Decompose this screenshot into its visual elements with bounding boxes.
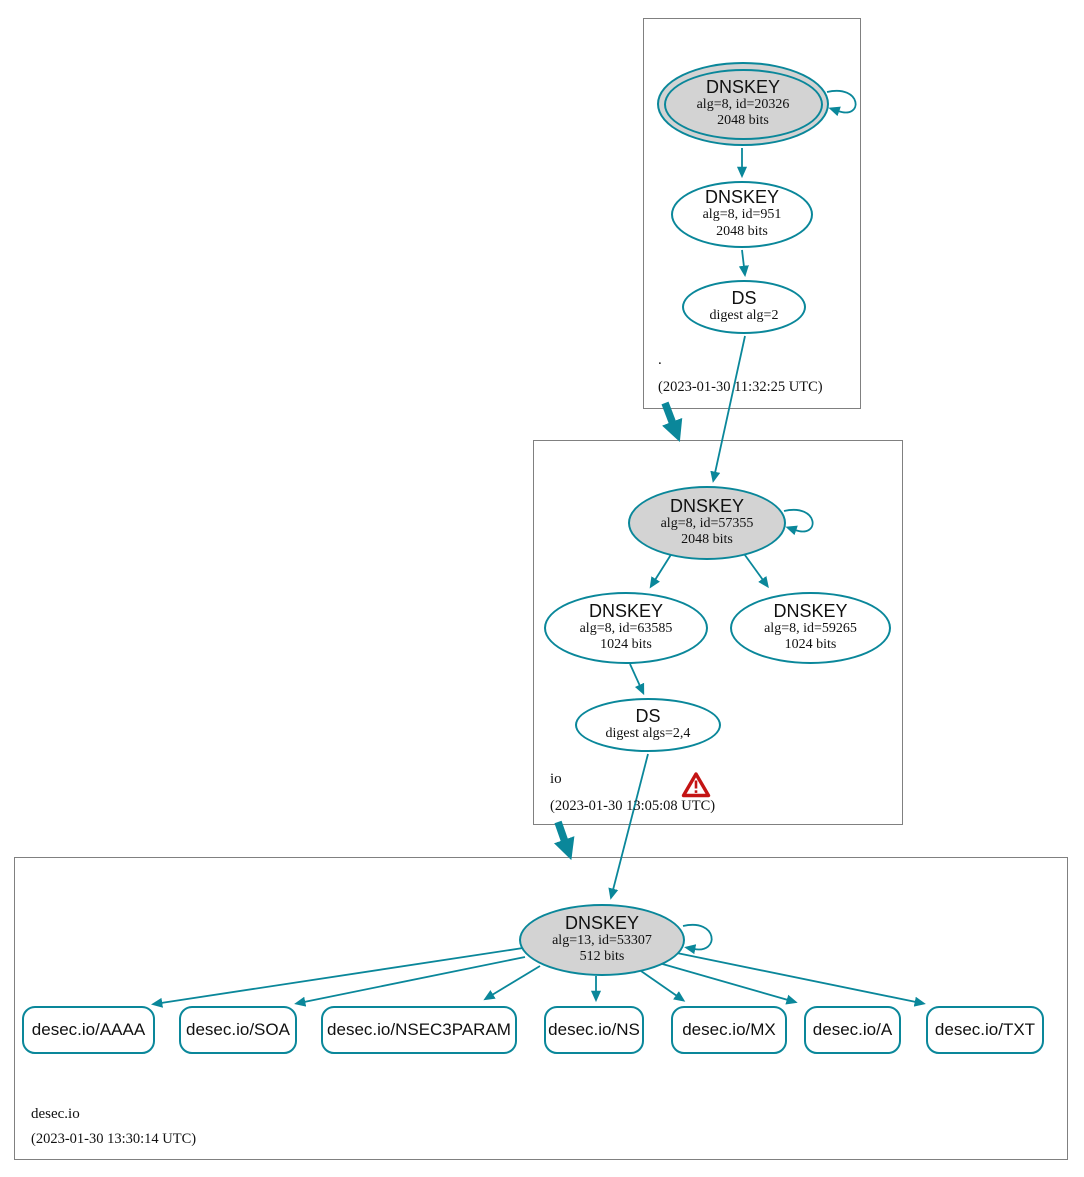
node-detail-label: alg=8, id=57355 xyxy=(660,515,754,531)
node-detail-label: digest alg=2 xyxy=(709,308,779,324)
node-detail-label: alg=8, id=63585 xyxy=(579,620,673,636)
zone-label-io: io xyxy=(550,771,562,787)
zone-timestamp-root: (2023-01-30 11:32:25 UTC) xyxy=(658,379,823,395)
node-bits-label: 2048 bits xyxy=(681,532,733,548)
node-bits-label: 2048 bits xyxy=(717,113,769,129)
node-detail-label: digest algs=2,4 xyxy=(605,726,691,742)
rrset-label: desec.io/TXT xyxy=(934,1020,1036,1039)
node-detail-label: alg=8, id=59265 xyxy=(764,620,857,636)
rrset-desec-io-ns[interactable]: desec.io/NS xyxy=(544,1006,644,1054)
zone-box-desec-io xyxy=(14,857,1068,1160)
node-type-label: DNSKEY xyxy=(588,600,664,621)
dnskey-node-desec-ksk[interactable]: DNSKEY alg=13, id=53307 512 bits xyxy=(519,904,685,976)
ds-node-io[interactable]: DS digest algs=2,4 xyxy=(575,698,721,752)
rrset-label: desec.io/NSEC3PARAM xyxy=(327,1020,511,1039)
node-detail-label: alg=8, id=20326 xyxy=(696,96,790,112)
rrset-desec-io-aaaa[interactable]: desec.io/AAAA xyxy=(22,1006,155,1054)
node-type-label: DS xyxy=(635,706,661,727)
ds-node-root[interactable]: DS digest alg=2 xyxy=(682,280,806,334)
node-detail-label: alg=13, id=53307 xyxy=(552,932,652,948)
rrset-label: desec.io/NS xyxy=(548,1020,640,1039)
node-type-label: DNSKEY xyxy=(564,912,640,933)
zone-label-desec-io: desec.io xyxy=(31,1106,80,1122)
dnskey-node-io-zsk1[interactable]: DNSKEY alg=8, id=63585 1024 bits xyxy=(544,592,708,664)
rrset-desec-io-mx[interactable]: desec.io/MX xyxy=(671,1006,787,1054)
zone-timestamp-desec-io: (2023-01-30 13:30:14 UTC) xyxy=(31,1131,197,1147)
node-type-label: DNSKEY xyxy=(669,495,745,516)
rrset-label: desec.io/SOA xyxy=(186,1020,290,1039)
dnskey-node-io-ksk[interactable]: DNSKEY alg=8, id=57355 2048 bits xyxy=(628,486,786,560)
node-type-label: DNSKEY xyxy=(773,600,848,621)
rrset-desec-io-a[interactable]: desec.io/A xyxy=(804,1006,901,1054)
node-type-label: DS xyxy=(731,288,757,309)
rrset-label: desec.io/A xyxy=(812,1020,893,1039)
node-type-label: DNSKEY xyxy=(705,76,781,97)
rrset-desec-io-txt[interactable]: desec.io/TXT xyxy=(926,1006,1044,1054)
rrset-desec-io-soa[interactable]: desec.io/SOA xyxy=(179,1006,297,1054)
edge-io-to-desec-delegation xyxy=(554,820,575,861)
node-bits-label: 2048 bits xyxy=(716,223,768,239)
rrset-desec-io-nsec3param[interactable]: desec.io/NSEC3PARAM xyxy=(321,1006,517,1054)
dnskey-node-root-ksk[interactable]: DNSKEY alg=8, id=20326 2048 bits xyxy=(657,62,829,146)
node-detail-label: alg=8, id=951 xyxy=(702,207,782,223)
node-bits-label: 512 bits xyxy=(579,949,625,965)
zone-timestamp-io: (2023-01-30 13:05:08 UTC) xyxy=(550,798,716,814)
zone-label-root: . xyxy=(658,352,662,368)
node-type-label: DNSKEY xyxy=(704,187,780,208)
dnskey-node-root-zsk[interactable]: DNSKEY alg=8, id=951 2048 bits xyxy=(671,181,813,248)
zone-box-root xyxy=(643,18,861,409)
rrset-label: desec.io/MX xyxy=(682,1020,776,1039)
warning-icon[interactable] xyxy=(681,771,711,799)
node-bits-label: 1024 bits xyxy=(784,637,837,653)
dnskey-node-io-zsk2[interactable]: DNSKEY alg=8, id=59265 1024 bits xyxy=(730,592,891,664)
node-bits-label: 1024 bits xyxy=(600,637,652,653)
rrset-label: desec.io/AAAA xyxy=(31,1020,146,1039)
